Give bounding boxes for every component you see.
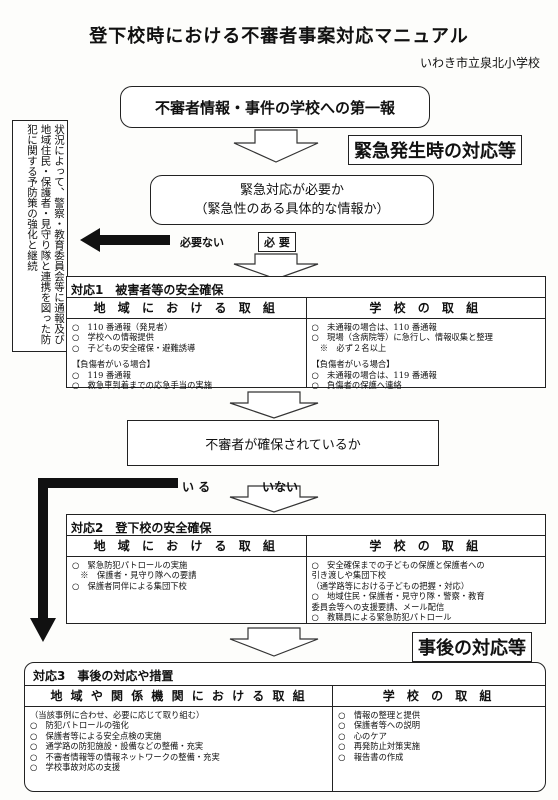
list-item: ○ 学校事故対応の支援 [30, 762, 121, 773]
list-item: ※ 必ず２名以上 [311, 342, 387, 353]
down-arrow-2 [233, 253, 319, 280]
left-arrow-not-needed [80, 228, 170, 252]
list-item: ※ 保護者・見守り隊への要請 [72, 570, 197, 581]
list-item: ○ 報告書の作成 [338, 751, 404, 762]
response1-panel: 対応1 被害者等の安全確保 地 域 に お け る 取 組 ○ 110 番通報（… [66, 276, 546, 390]
response1-community-header: 地 域 に お け る 取 組 [67, 298, 306, 319]
secured-question-box: 不審者が確保されているか [127, 420, 439, 466]
first-report-box: 不審者情報・事件の学校への第一報 [120, 86, 430, 128]
response3-columns: 地 域 や 関 係 機 関 に お け る 取 組 （当該事例に合わせ、必要に応… [25, 685, 545, 791]
list-item: （通学路等における子どもの把握・対応） [311, 580, 470, 591]
response1-school-header: 学 校 の 取 組 [306, 298, 545, 319]
label-no: いない [262, 480, 299, 494]
list-item: ○ 119 番通報 [72, 369, 131, 380]
list-item: ○ 再発防止対策実施 [338, 741, 421, 752]
label-needed: 必 要 [258, 232, 296, 252]
list-item: ○ 地域住民・保護者・見守り隊・警察・教育 [311, 591, 485, 602]
response1-school-column: 学 校 の 取 組 ○ 未通報の場合は、110 番通報 ○ 現場（含病院等）に急… [305, 298, 545, 390]
response2-panel: 対応2 登下校の安全確保 地 域 に お け る 取 組 ○ 緊急防犯パトロール… [66, 514, 546, 624]
list-item: 【負傷者がいる場合】 [311, 359, 395, 370]
down-arrow-5 [229, 627, 319, 657]
response1-title: 対応1 被害者等の安全確保 [71, 283, 224, 297]
list-item: ○ 救急車到着までの応急手当の実施 [72, 380, 212, 391]
list-item: ○ 防犯パトロールの強化 [30, 720, 129, 731]
list-item: （当該事例に合わせ、必要に応じて取り組む） [30, 710, 205, 720]
response1-school-list: ○ 未通報の場合は、110 番通報 ○ 現場（含病院等）に急行し、情報収集と整理… [307, 319, 546, 393]
down-arrow-1 [233, 129, 319, 163]
page-title: 登下校時における不審者事案対応マニュアル [89, 26, 469, 47]
response2-school-column: 学 校 の 取 組 ○ 安全確保までの子どもの保護と保護者への 引き渡しや集団下… [305, 536, 546, 625]
list-item: ○ 未通報の場合は、119 番通報 [311, 369, 437, 380]
response3-community-header: 地 域 や 関 係 機 関 に お け る 取 組 [25, 686, 333, 707]
response2-community-column: 地 域 に お け る 取 組 ○ 緊急防犯パトロールの実施 ※ 保護者・見守り… [67, 536, 306, 623]
list-item: ○ 保護者等への説明 [338, 720, 421, 731]
response3-school-list: ○ 情報の整理と提供 ○ 保護者等への説明 ○ 心のケア ○ 再発防止対策実施 … [333, 707, 545, 765]
response2-columns: 地 域 に お け る 取 組 ○ 緊急防犯パトロールの実施 ※ 保護者・見守り… [67, 535, 545, 623]
emergency-banner: 緊急発生時の対応等 [348, 135, 522, 165]
list-item: ○ 110 番通報（発見者） [72, 322, 173, 332]
list-item: 委員会等への支援要請、メール配信 [311, 601, 445, 612]
down-arrow-3 [229, 391, 319, 419]
response1-community-list: ○ 110 番通報（発見者） ○ 学校への情報提供 ○ 子どもの安全確保・避難誘… [67, 319, 306, 393]
list-item: ○ 学校への情報提供 [72, 332, 154, 343]
list-item: ○ 安全確保までの子どもの保護と保護者への [311, 560, 485, 570]
list-item: 【負傷者がいる場合】 [72, 359, 155, 370]
list-item: ○ 情報の整理と提供 [338, 710, 421, 720]
response1-columns: 地 域 に お け る 取 組 ○ 110 番通報（発見者） ○ 学校への情報提… [67, 297, 545, 390]
list-item: ○ 教職員による緊急防犯パトロール [311, 612, 452, 623]
urgency-question-box: 緊急対応が必要か （緊急性のある具体的な情報か） [150, 175, 434, 225]
list-item: ○ 心のケア [338, 730, 387, 741]
response2-community-header: 地 域 に お け る 取 組 [67, 536, 306, 557]
response2-title: 対応2 登下校の安全確保 [71, 521, 212, 535]
response3-community-list: （当該事例に合わせ、必要に応じて取り組む） ○ 防犯パトロールの強化 ○ 保護者… [25, 707, 332, 775]
down-arrow-4 [229, 485, 319, 513]
list-item: ○ 不審者情報等の情報ネットワークの整備・充実 [30, 751, 220, 762]
label-not-needed: 必要ない [180, 236, 224, 249]
response3-community-column: 地 域 や 関 係 機 関 に お け る 取 組 （当該事例に合わせ、必要に応… [25, 686, 333, 791]
down-arrow-secured [30, 618, 56, 642]
list-item: ○ 子どもの安全確保・避難誘導 [72, 342, 196, 353]
after-banner: 事後の対応等 [412, 632, 532, 662]
list-item: ○ 保護者等による安全点検の実施 [30, 730, 162, 741]
response2-community-list: ○ 緊急防犯パトロールの実施 ※ 保護者・見守り隊への要請 ○ 保護者同伴による… [67, 557, 306, 594]
response3-school-header: 学 校 の 取 組 [333, 686, 545, 707]
response3-title: 対応3 事後の対応や措置 [33, 669, 174, 683]
urgency-question-line2: （緊急性のある具体的な情報か） [194, 202, 390, 217]
label-yes: い る [182, 480, 211, 494]
list-item: ○ 現場（含病院等）に急行し、情報収集と整理 [311, 332, 493, 343]
response3-panel: 対応3 事後の対応や措置 地 域 や 関 係 機 関 に お け る 取 組 （… [24, 662, 546, 792]
list-item: ○ 緊急防犯パトロールの実施 [72, 560, 188, 570]
response2-school-list: ○ 安全確保までの子どもの保護と保護者への 引き渡しや集団下校 （通学路等におけ… [307, 557, 546, 625]
list-item: ○ 通学路の防犯施設・設備などの整備・充実 [30, 741, 204, 752]
list-item: ○ 未通報の場合は、110 番通報 [311, 322, 437, 332]
list-item: 引き渡しや集団下校 [311, 570, 387, 581]
side-note: 状況によって、警察・教育委員会等に通報及び地域住民・保護者・見守り隊と連携を図っ… [12, 120, 68, 352]
school-name: いわき市立泉北小学校 [419, 56, 540, 70]
response3-school-column: 学 校 の 取 組 ○ 情報の整理と提供 ○ 保護者等への説明 ○ 心のケア ○… [332, 686, 545, 791]
list-item: ○ 保護者同伴による集団下校 [72, 580, 187, 591]
urgency-question-line1: 緊急対応が必要か [239, 183, 344, 198]
list-item: ○ 負傷者の保護へ連絡 [311, 380, 402, 391]
response2-school-header: 学 校 の 取 組 [306, 536, 545, 557]
response1-community-column: 地 域 に お け る 取 組 ○ 110 番通報（発見者） ○ 学校への情報提… [67, 298, 306, 390]
